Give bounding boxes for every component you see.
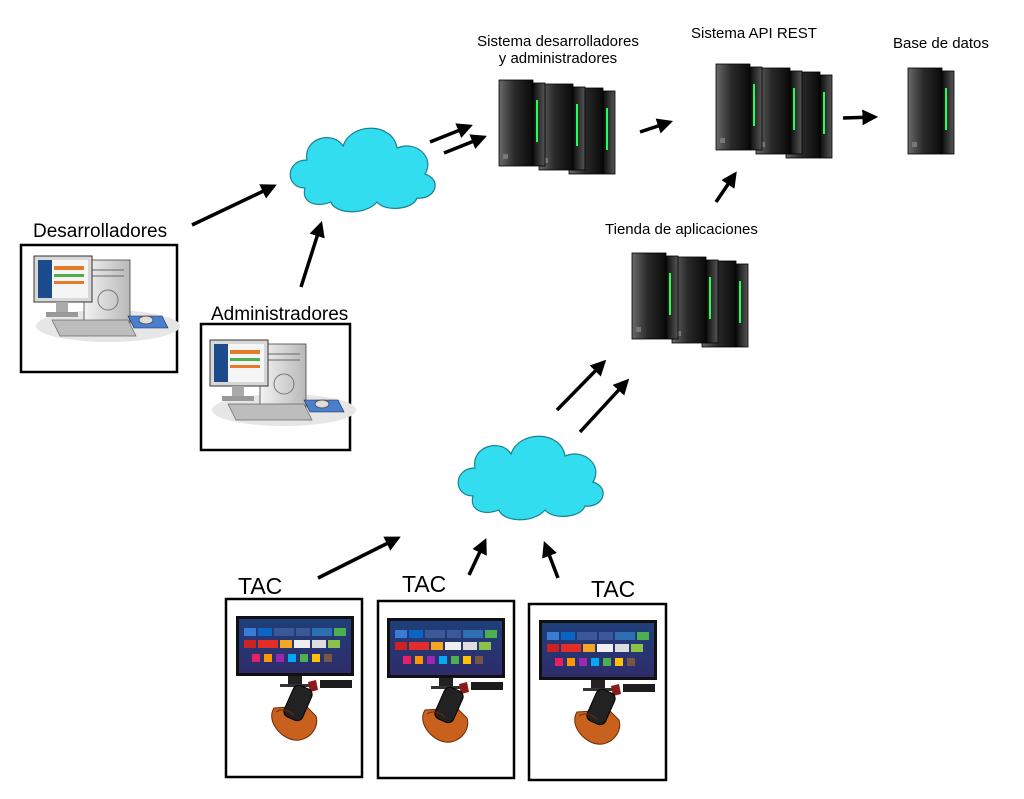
tac-label-3: TAC [591, 576, 636, 602]
arrow-devs-to-cloud [191, 184, 277, 227]
developers-label: Desarrolladores [33, 221, 168, 242]
api-label: Sistema API REST [691, 25, 817, 42]
developers-computer-icon [33, 255, 181, 343]
devsys-label-line1: Sistema desarrolladores [477, 33, 639, 50]
tac-label-1: TAC [238, 573, 283, 599]
admins-label: Administradores [211, 304, 349, 325]
store-server-rack-icon [632, 253, 748, 347]
tac-tv-icon-2 [386, 617, 506, 743]
api-server-rack-icon [716, 64, 832, 158]
arrow-devsys-to-api [639, 118, 673, 134]
arrow-api-to-db [842, 109, 879, 126]
arrow-admins-to-cloud [299, 220, 325, 288]
arrow-store-to-api [714, 171, 737, 203]
devsys-label-line2: y administradores [498, 50, 618, 68]
arrow-cloud-to-devsys-b [443, 134, 487, 155]
arrow-tac1-to-cloud [317, 536, 401, 580]
store-label: Tienda de aplicaciones [605, 221, 758, 238]
developers-box [19, 243, 179, 374]
upper-cloud-icon [289, 127, 436, 213]
db-label: Base de datos [893, 35, 989, 52]
flow-arrows [191, 109, 879, 580]
arrow-cloud-to-store-b [578, 378, 630, 434]
tac-tv-icon-1 [235, 615, 355, 741]
arrow-cloud-to-store-a [555, 359, 607, 412]
tac-box-1 [224, 597, 364, 779]
lower-cloud-icon [457, 435, 604, 521]
arrow-tac3-to-cloud [542, 541, 560, 579]
devsys-server-rack-icon [499, 80, 615, 174]
admins-box [199, 322, 352, 452]
arrow-cloud-to-devsys-a [429, 123, 473, 144]
devsys-label: Sistema desarrolladores y administradore… [462, 33, 654, 68]
tac-box-3 [527, 602, 668, 782]
arrow-tac2-to-cloud [467, 538, 487, 576]
admins-computer-icon [209, 339, 357, 427]
tac-tv-icon-3 [538, 619, 658, 745]
tac-box-2 [376, 599, 516, 780]
database-server-icon [907, 67, 955, 155]
tac-label-2: TAC [402, 571, 447, 597]
